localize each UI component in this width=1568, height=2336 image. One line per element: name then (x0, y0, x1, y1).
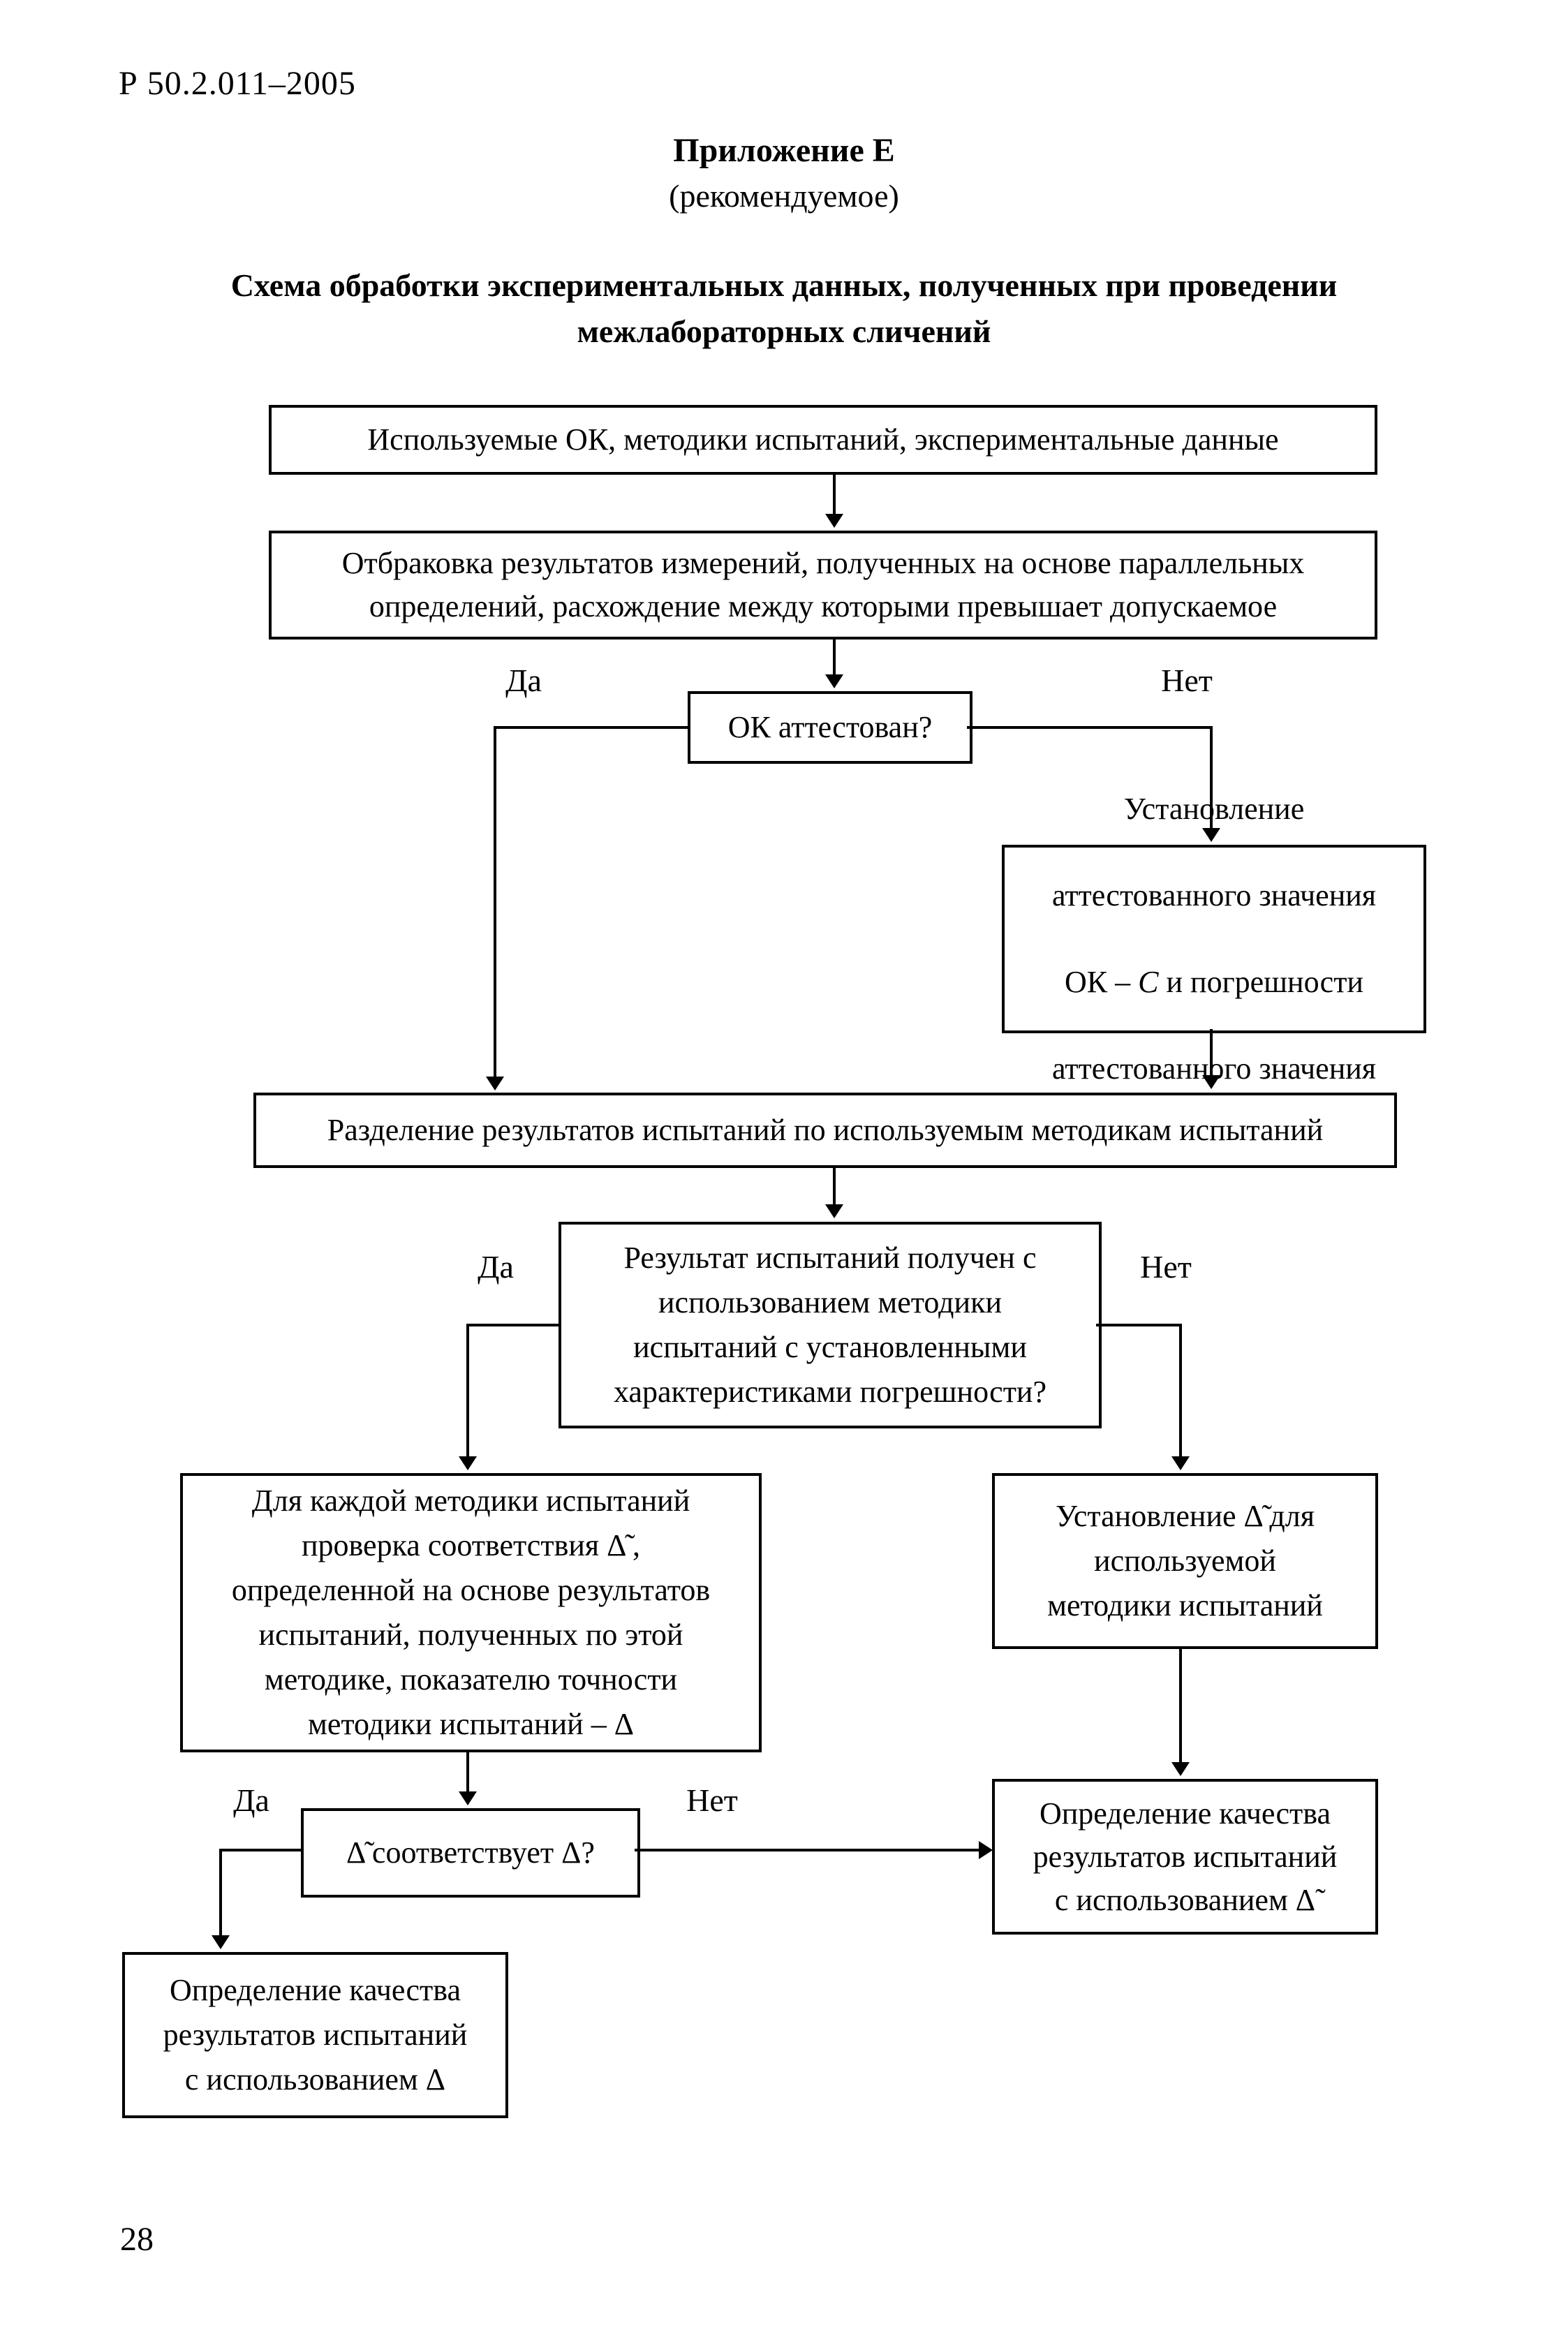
connector-line (494, 726, 688, 729)
connector-line (1210, 726, 1213, 829)
branch-label-yes: Да (233, 1782, 269, 1818)
connector-line (466, 1324, 469, 1458)
flow-box-screening: Отбраковка результатов измерений, получе… (269, 531, 1377, 640)
branch-label-no: Нет (686, 1782, 738, 1818)
box-line: аттестованного значения (1051, 1051, 1377, 1086)
appendix-note: (рекомендуемое) (669, 178, 899, 214)
box-line: Установление (1123, 792, 1305, 826)
connector-line (833, 637, 836, 676)
branch-label-yes: Да (478, 1249, 514, 1285)
connector-line (635, 1849, 981, 1851)
flow-decision-delta-corresponds: Δ̃ соответствует Δ? (301, 1808, 640, 1898)
box-line: ОК – С и погрешности (1065, 965, 1363, 999)
connector-line (967, 726, 1211, 729)
connector-line (1179, 1646, 1182, 1764)
arrowhead-down-icon (486, 1077, 504, 1091)
doc-number: Р 50.2.011–2005 (119, 65, 356, 102)
diagram-title: Схема обработки экспериментальных данных… (230, 267, 1338, 349)
arrowhead-down-icon (459, 1456, 477, 1470)
flow-box-split-by-method: Разделение результатов испытаний по испо… (253, 1093, 1397, 1168)
connector-line (833, 1165, 836, 1206)
arrowhead-down-icon (1202, 828, 1220, 842)
flow-box-check-delta: Для каждой методики испытаний проверка с… (180, 1473, 762, 1752)
connector-line (494, 726, 496, 1079)
branch-label-yes: Да (505, 663, 542, 698)
connector-line (466, 1324, 559, 1326)
flow-decision-method-characteristics: Результат испытаний получен с использова… (559, 1222, 1102, 1428)
arrowhead-down-icon (825, 674, 843, 688)
connector-line (219, 1849, 222, 1938)
arrowhead-down-icon (1171, 1762, 1190, 1776)
arrowhead-down-icon (825, 514, 843, 528)
branch-label-no: Нет (1161, 663, 1213, 698)
page-number: 28 (120, 2221, 154, 2258)
arrowhead-down-icon (459, 1791, 477, 1805)
connector-line (1210, 1029, 1213, 1077)
connector-line (1096, 1324, 1182, 1326)
connector-line (466, 1750, 469, 1793)
flow-box-establish-delta: Установление Δ̃ для используемой методик… (992, 1473, 1378, 1649)
flow-box-establish-certified-value: Установление аттестованного значения ОК … (1002, 792, 1426, 1086)
flow-box-quality-delta: Определение качества результатов испытан… (122, 1952, 508, 2118)
arrowhead-down-icon (825, 1204, 843, 1218)
branch-label-no: Нет (1140, 1249, 1192, 1285)
box-line: аттестованного значения (1051, 878, 1377, 912)
symbol-c-italic: С (1138, 965, 1159, 999)
arrowhead-down-icon (212, 1935, 230, 1949)
appendix-heading: Приложение Е (673, 132, 895, 169)
flow-decision-ok-certified: ОК аттестован? (688, 691, 972, 764)
arrowhead-down-icon (1171, 1456, 1190, 1470)
connector-line (219, 1849, 302, 1851)
connector-line (833, 472, 836, 515)
arrowhead-right-icon (979, 1841, 993, 1859)
flow-box-quality-delta-tilde: Определение качества результатов испытан… (992, 1779, 1378, 1935)
arrowhead-down-icon (1202, 1075, 1220, 1089)
connector-line (1179, 1324, 1182, 1458)
flow-box-input-data: Используемые ОК, методики испытаний, экс… (269, 405, 1377, 475)
